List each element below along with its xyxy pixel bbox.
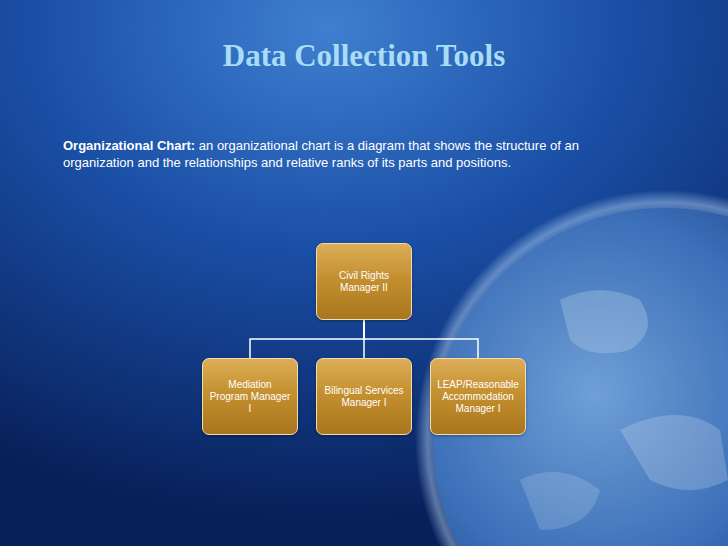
staff-box: LEAP/Reasonable Accommodation Manager I	[430, 358, 526, 435]
staff-box: Mediation Program Manager I	[202, 358, 298, 435]
term-label: Organizational Chart:	[63, 138, 195, 153]
definition-text: Organizational Chart: an organizational …	[63, 137, 608, 171]
position-title: Mediation Program Manager I	[209, 379, 291, 415]
position-title: Bilingual Services Manager I	[323, 385, 405, 409]
cloud	[560, 290, 648, 353]
position-title: LEAP/Reasonable Accommodation Manager I	[437, 379, 519, 415]
cloud	[520, 472, 600, 530]
org-connector	[364, 320, 478, 358]
manager-box: Civil Rights Manager II	[316, 243, 412, 320]
org-connector	[250, 320, 364, 358]
position-title: Civil Rights Manager II	[323, 270, 405, 294]
slide-title: Data Collection Tools	[0, 38, 728, 74]
title-text: Data Collection Tools	[223, 38, 505, 73]
staff-box: Bilingual Services Manager I	[316, 358, 412, 435]
earth-glow	[415, 190, 728, 546]
cloud	[620, 415, 728, 490]
